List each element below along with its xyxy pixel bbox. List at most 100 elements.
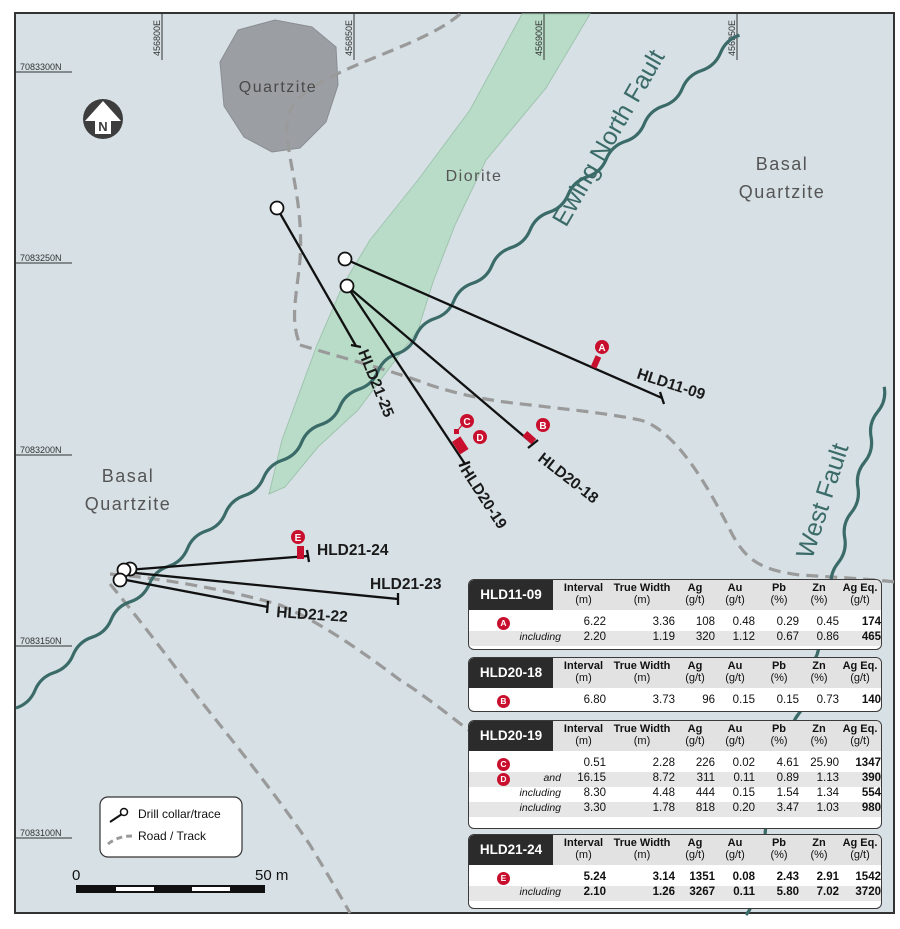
col-interval: Interval(m) bbox=[563, 837, 604, 861]
col-ag-eq: Ag Eq.(g/t) bbox=[842, 837, 878, 861]
table-header-row: HLD21-24 Interval(m) True Width(m) Ag(g/… bbox=[469, 835, 881, 865]
col-zn: Zn(%) bbox=[810, 660, 828, 684]
trace-end-hld21-24 bbox=[305, 549, 311, 563]
cell-zn: 0.73 bbox=[816, 694, 839, 706]
cell-zn: 0.45 bbox=[816, 616, 839, 628]
cell-interval: 5.24 bbox=[583, 871, 606, 883]
collar-hld11-09 bbox=[337, 251, 353, 267]
legend-drill-line bbox=[109, 813, 123, 823]
cell-true-width: 2.28 bbox=[652, 757, 675, 769]
diorite-unit bbox=[268, 13, 591, 495]
cell-true-width: 4.48 bbox=[652, 787, 675, 799]
easting-label: 456900E bbox=[534, 20, 544, 56]
cell-true-width: 1.78 bbox=[652, 802, 675, 814]
cell-ag-eq: 980 bbox=[861, 802, 881, 814]
cell-pb: 4.61 bbox=[776, 757, 799, 769]
legend: Drill collar/trace Road / Track bbox=[99, 796, 243, 858]
hole-id: HLD21-24 bbox=[469, 835, 553, 865]
cell-zn: 1.13 bbox=[816, 772, 839, 784]
intercept-badge: A bbox=[497, 617, 510, 630]
col-zn: Zn(%) bbox=[810, 837, 828, 861]
northing-label: 7083300N bbox=[20, 62, 62, 72]
unit-labels: Quartzite Diorite Basal Quartzite Basal … bbox=[85, 79, 824, 514]
intercept-e bbox=[297, 546, 304, 559]
trace-hld21-23 bbox=[124, 570, 399, 601]
col-au: Au(g/t) bbox=[725, 660, 745, 684]
col-ag-eq: Ag Eq.(g/t) bbox=[842, 723, 878, 747]
legend-road-text: Road / Track bbox=[138, 829, 207, 843]
col-pb: Pb(%) bbox=[770, 582, 788, 606]
intercept-badge: B bbox=[497, 695, 510, 708]
cell-zn: 7.02 bbox=[816, 886, 839, 898]
cell-interval: 6.80 bbox=[583, 694, 606, 706]
intercepts bbox=[297, 355, 602, 559]
cell-pb: 0.67 bbox=[776, 631, 799, 643]
scale-bar-outline bbox=[76, 885, 265, 893]
cell-zn: 1.03 bbox=[816, 802, 839, 814]
cell-au: 0.15 bbox=[732, 787, 755, 799]
cell-zn: 0.86 bbox=[816, 631, 839, 643]
col-zn: Zn(%) bbox=[810, 582, 828, 606]
legend-drill-text: Drill collar/trace bbox=[138, 807, 221, 821]
cell-au: 1.12 bbox=[732, 631, 755, 643]
col-ag: Ag(g/t) bbox=[685, 582, 705, 606]
row-qualifier: and bbox=[543, 772, 561, 784]
cell-pb: 2.43 bbox=[776, 871, 799, 883]
cell-interval: 8.30 bbox=[583, 787, 606, 799]
cell-ag: 1351 bbox=[689, 871, 715, 883]
trace-hld21-24 bbox=[126, 554, 309, 572]
cell-au: 0.20 bbox=[732, 802, 755, 814]
assay-table-hld11-09: HLD11-09 Interval(m) True Width(m) Ag(g/… bbox=[468, 579, 882, 650]
cell-ag-eq: 1347 bbox=[855, 757, 881, 769]
col-au: Au(g/t) bbox=[725, 723, 745, 747]
grid-ticks bbox=[16, 14, 738, 839]
col-true-width: True Width(m) bbox=[613, 723, 671, 747]
basal-quartzite-west-line1: Basal bbox=[102, 466, 155, 486]
col-zn: Zn(%) bbox=[810, 723, 828, 747]
col-pb: Pb(%) bbox=[770, 837, 788, 861]
trace-hld20-18 bbox=[346, 285, 534, 445]
row-qualifier: including bbox=[519, 802, 561, 814]
trace-hld11-09 bbox=[344, 257, 663, 400]
basal-quartzite-east-line1: Basal bbox=[756, 154, 809, 174]
cell-au: 0.48 bbox=[732, 616, 755, 628]
scale-bar-segment bbox=[192, 887, 230, 891]
col-ag-eq: Ag Eq.(g/t) bbox=[842, 660, 878, 684]
table-row: B 6.80 3.73 96 0.15 0.15 0.73 140 bbox=[469, 694, 881, 709]
table-row: including 3.30 1.78 818 0.20 3.47 1.03 9… bbox=[469, 802, 881, 817]
northing-label: 7083100N bbox=[20, 828, 62, 838]
quartzite-label: Quartzite bbox=[239, 79, 317, 96]
intercept-b bbox=[522, 431, 537, 445]
trace-end-hld11-09 bbox=[658, 391, 666, 405]
table-row: D and 16.15 8.72 311 0.11 0.89 1.13 390 bbox=[469, 772, 881, 787]
assay-table-hld20-19: HLD20-19 Interval(m) True Width(m) Ag(g/… bbox=[468, 720, 882, 829]
basal-quartzite-west-line2: Quartzite bbox=[85, 494, 172, 514]
cell-ag: 444 bbox=[695, 787, 715, 799]
table-row: C 0.51 2.28 226 0.02 4.61 25.90 1347 bbox=[469, 757, 881, 772]
ewing-north-fault bbox=[15, 33, 741, 710]
cell-true-width: 1.19 bbox=[652, 631, 675, 643]
cell-ag-eq: 1542 bbox=[855, 871, 881, 883]
road-south bbox=[108, 582, 352, 914]
hole-id: HLD20-19 bbox=[469, 721, 553, 751]
north-label: N bbox=[98, 119, 107, 134]
trace-end-hld20-18 bbox=[527, 439, 539, 449]
cell-ag-eq: 174 bbox=[861, 616, 881, 628]
cell-interval: 16.15 bbox=[577, 772, 606, 784]
easting-label: 456800E bbox=[152, 20, 162, 56]
row-qualifier: including bbox=[519, 787, 561, 799]
cell-interval: 2.10 bbox=[583, 886, 606, 898]
cell-ag-eq: 465 bbox=[861, 631, 881, 643]
intercept-badge: D bbox=[497, 773, 510, 786]
cell-interval: 0.51 bbox=[583, 757, 606, 769]
road-east bbox=[299, 343, 896, 584]
cell-pb: 0.15 bbox=[776, 694, 799, 706]
cell-pb: 1.54 bbox=[776, 787, 799, 799]
cell-interval: 6.22 bbox=[583, 616, 606, 628]
assay-table-hld21-24: HLD21-24 Interval(m) True Width(m) Ag(g/… bbox=[468, 834, 882, 909]
trace-end-hld21-22 bbox=[265, 600, 270, 614]
trace-end-hld21-25 bbox=[350, 343, 362, 349]
cell-ag: 3267 bbox=[689, 886, 715, 898]
northing-label: 7083200N bbox=[20, 445, 62, 455]
